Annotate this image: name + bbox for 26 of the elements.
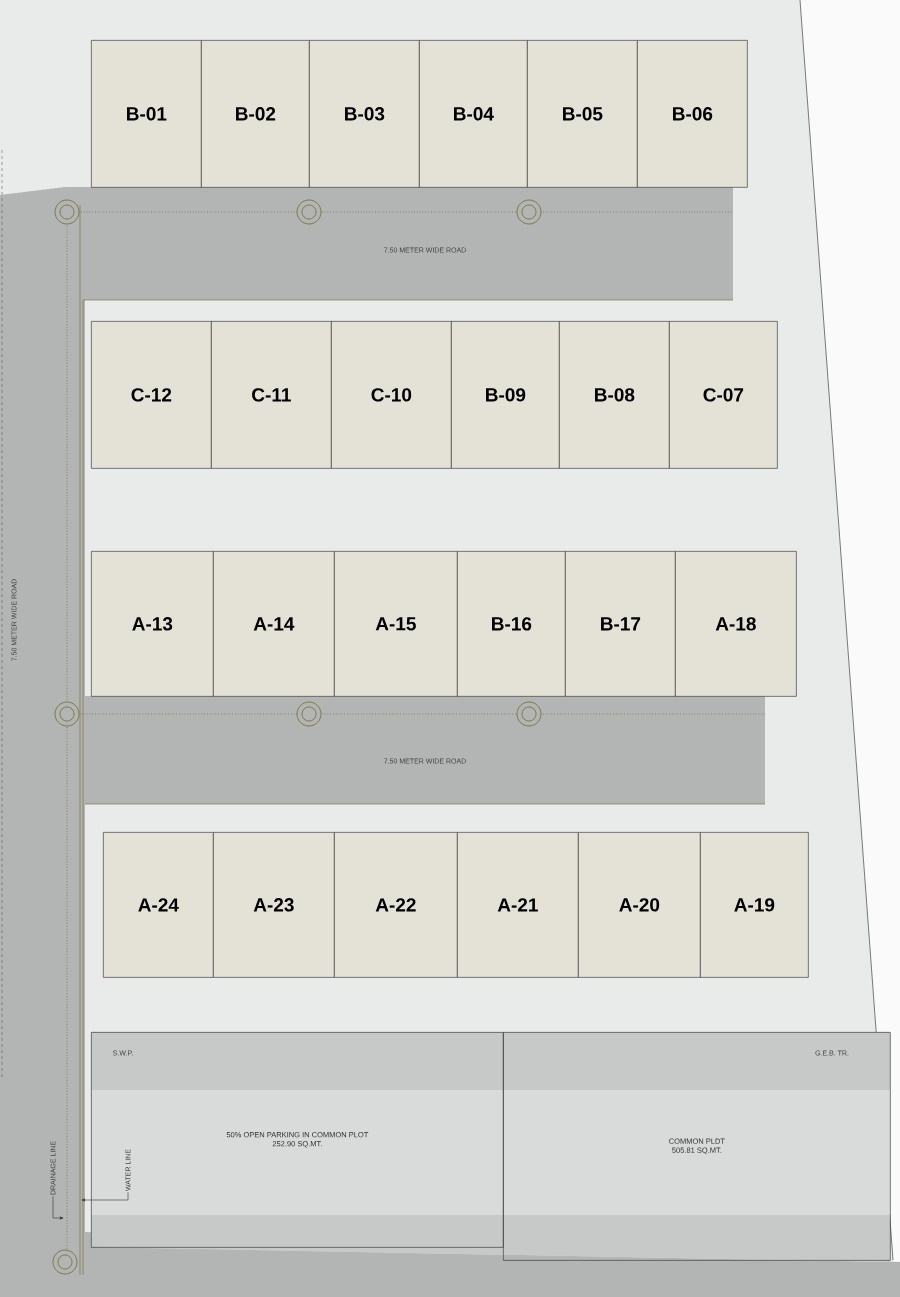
plot-box: B-03: [309, 40, 420, 188]
plot-box: B-05: [527, 40, 638, 188]
leader-line: [81, 1191, 129, 1202]
plot-box: C-11: [211, 321, 332, 469]
plot-box: B-02: [201, 40, 310, 188]
plot-box: A-15: [334, 551, 458, 697]
plot-box: C-12: [91, 321, 212, 469]
plot-box: B-06: [637, 40, 748, 188]
plot-box: B-01: [91, 40, 202, 188]
plot-box: B-08: [559, 321, 670, 469]
plot-box: B-09: [451, 321, 560, 469]
plot-box: C-10: [331, 321, 452, 469]
plot-box: B-16: [457, 551, 566, 697]
plot-box: A-14: [213, 551, 335, 697]
plot-box: A-18: [675, 551, 797, 697]
plot-box: A-20: [578, 832, 701, 978]
plot-box: B-17: [565, 551, 676, 697]
plot-box: B-04: [419, 40, 528, 188]
plot-box: C-07: [669, 321, 778, 469]
plot-box: A-22: [334, 832, 458, 978]
leader-line: [52, 1195, 64, 1220]
plot-box: A-23: [213, 832, 335, 978]
plot-box: A-19: [700, 832, 809, 978]
plot-box: A-21: [457, 832, 579, 978]
plot-box: A-24: [103, 832, 214, 978]
plot-box: A-13: [91, 551, 214, 697]
